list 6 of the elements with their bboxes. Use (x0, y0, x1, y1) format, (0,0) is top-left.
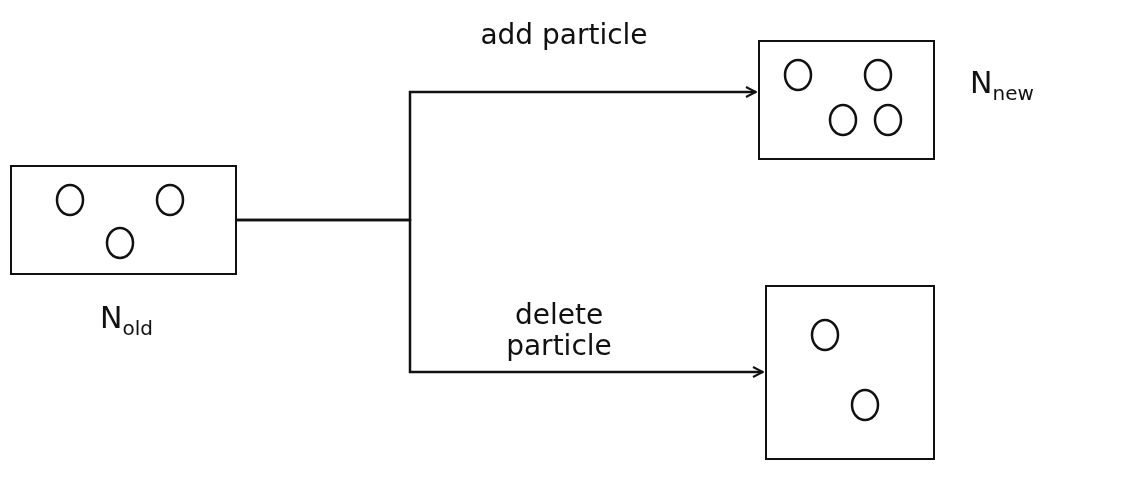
particle-box (758, 40, 935, 160)
particle-box (765, 285, 935, 460)
arrow (237, 218, 764, 378)
particle-box (10, 165, 237, 275)
state-label: N$_{old}$ (100, 300, 153, 340)
state-label: N$_{new}$ (970, 65, 1034, 105)
